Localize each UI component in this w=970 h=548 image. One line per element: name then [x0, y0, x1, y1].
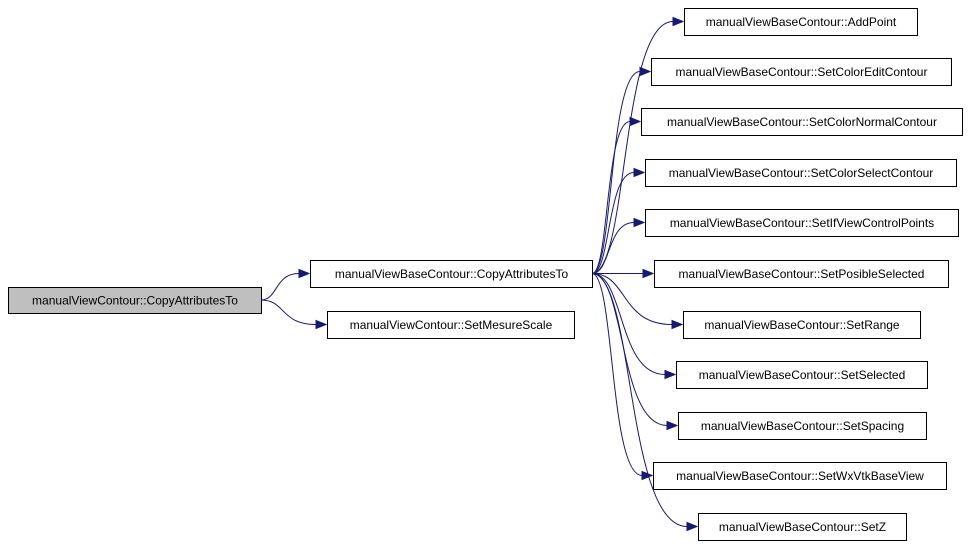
node-box[interactable] — [8, 287, 262, 314]
node-box[interactable] — [645, 159, 957, 187]
node-box[interactable] — [698, 513, 907, 541]
edge-base-copy-to-set-color-select — [591, 172, 635, 274]
node-root[interactable]: manualViewContour::CopyAttributesTo — [8, 287, 262, 314]
node-label: manualViewBaseContour::SetColorSelectCon… — [669, 166, 934, 180]
arrowhead-add-point — [672, 16, 685, 27]
edge-root-to-base-copy — [260, 273, 300, 301]
node-box[interactable] — [678, 412, 927, 440]
edge-base-copy-to-set-range — [591, 273, 673, 325]
node-set-if-view[interactable]: manualViewBaseContour::SetIfViewControlP… — [645, 209, 959, 237]
node-box[interactable] — [641, 108, 963, 136]
node-set-selected[interactable]: manualViewBaseContour::SetSelected — [676, 361, 928, 389]
node-set-posible[interactable]: manualViewBaseContour::SetPosibleSelecte… — [654, 260, 949, 288]
arrowhead-set-color-select — [633, 167, 646, 178]
node-set-spacing[interactable]: manualViewBaseContour::SetSpacing — [678, 412, 927, 440]
edge-base-copy-to-set-selected — [591, 273, 666, 375]
arrowhead-base-copy — [298, 268, 311, 279]
arrowhead-set-color-normal — [629, 116, 642, 127]
node-set-range[interactable]: manualViewBaseContour::SetRange — [683, 311, 921, 339]
node-label: manualViewBaseContour::SetColorEditConto… — [676, 65, 928, 79]
node-label: manualViewBaseContour::CopyAttributesTo — [335, 267, 569, 281]
edge-base-copy-to-set-if-view — [591, 222, 635, 274]
node-set-color-edit[interactable]: manualViewBaseContour::SetColorEditConto… — [651, 58, 952, 86]
node-box[interactable] — [645, 209, 959, 237]
node-base-copy[interactable]: manualViewBaseContour::CopyAttributesTo — [310, 260, 593, 288]
node-set-wx[interactable]: manualViewBaseContour::SetWxVtkBaseView — [653, 462, 947, 490]
edge-base-copy-to-set-z — [591, 273, 688, 527]
edge-root-to-set-mesure — [260, 299, 317, 325]
node-box[interactable] — [653, 462, 947, 490]
node-box[interactable] — [676, 361, 928, 389]
node-label: manualViewBaseContour::SetSelected — [699, 368, 906, 382]
node-label: manualViewBaseContour::AddPoint — [706, 15, 897, 29]
edge-base-copy-to-set-color-edit — [591, 71, 641, 274]
arrowhead-set-mesure — [315, 319, 328, 330]
node-box[interactable] — [310, 260, 593, 288]
node-box[interactable] — [327, 311, 575, 339]
node-label: manualViewBaseContour::SetZ — [719, 520, 886, 534]
arrowhead-set-z — [686, 521, 699, 532]
node-box[interactable] — [684, 8, 918, 36]
arrowhead-set-wx — [641, 470, 654, 481]
node-label: manualViewBaseContour::SetPosibleSelecte… — [679, 267, 925, 281]
arrowhead-set-range — [671, 319, 684, 330]
node-add-point[interactable]: manualViewBaseContour::AddPoint — [684, 8, 918, 36]
node-label: manualViewBaseContour::SetWxVtkBaseView — [676, 469, 924, 483]
node-label: manualViewContour::SetMesureScale — [350, 318, 553, 332]
nodes-layer: manualViewContour::CopyAttributesTomanua… — [8, 8, 963, 541]
edges-layer — [260, 16, 699, 532]
node-set-color-normal[interactable]: manualViewBaseContour::SetColorNormalCon… — [641, 108, 963, 136]
node-label: manualViewContour::CopyAttributesTo — [32, 294, 238, 308]
arrowhead-set-color-edit — [639, 66, 652, 77]
edge-base-copy-to-set-color-normal — [591, 121, 631, 274]
node-label: manualViewBaseContour::SetColorNormalCon… — [667, 115, 937, 129]
node-box[interactable] — [654, 260, 949, 288]
arrowhead-set-if-view — [633, 217, 646, 228]
node-box[interactable] — [683, 311, 921, 339]
arrowhead-set-posible — [642, 268, 655, 279]
node-label: manualViewBaseContour::SetSpacing — [701, 419, 904, 433]
node-label: manualViewBaseContour::SetIfViewControlP… — [670, 216, 934, 230]
node-label: manualViewBaseContour::SetRange — [704, 318, 900, 332]
arrowhead-set-selected — [664, 369, 677, 380]
node-set-z[interactable]: manualViewBaseContour::SetZ — [698, 513, 907, 541]
node-set-mesure[interactable]: manualViewContour::SetMesureScale — [327, 311, 575, 339]
edge-base-copy-to-set-wx — [591, 273, 643, 476]
arrowhead-set-spacing — [666, 420, 679, 431]
node-box[interactable] — [651, 58, 952, 86]
node-set-color-select[interactable]: manualViewBaseContour::SetColorSelectCon… — [645, 159, 957, 187]
